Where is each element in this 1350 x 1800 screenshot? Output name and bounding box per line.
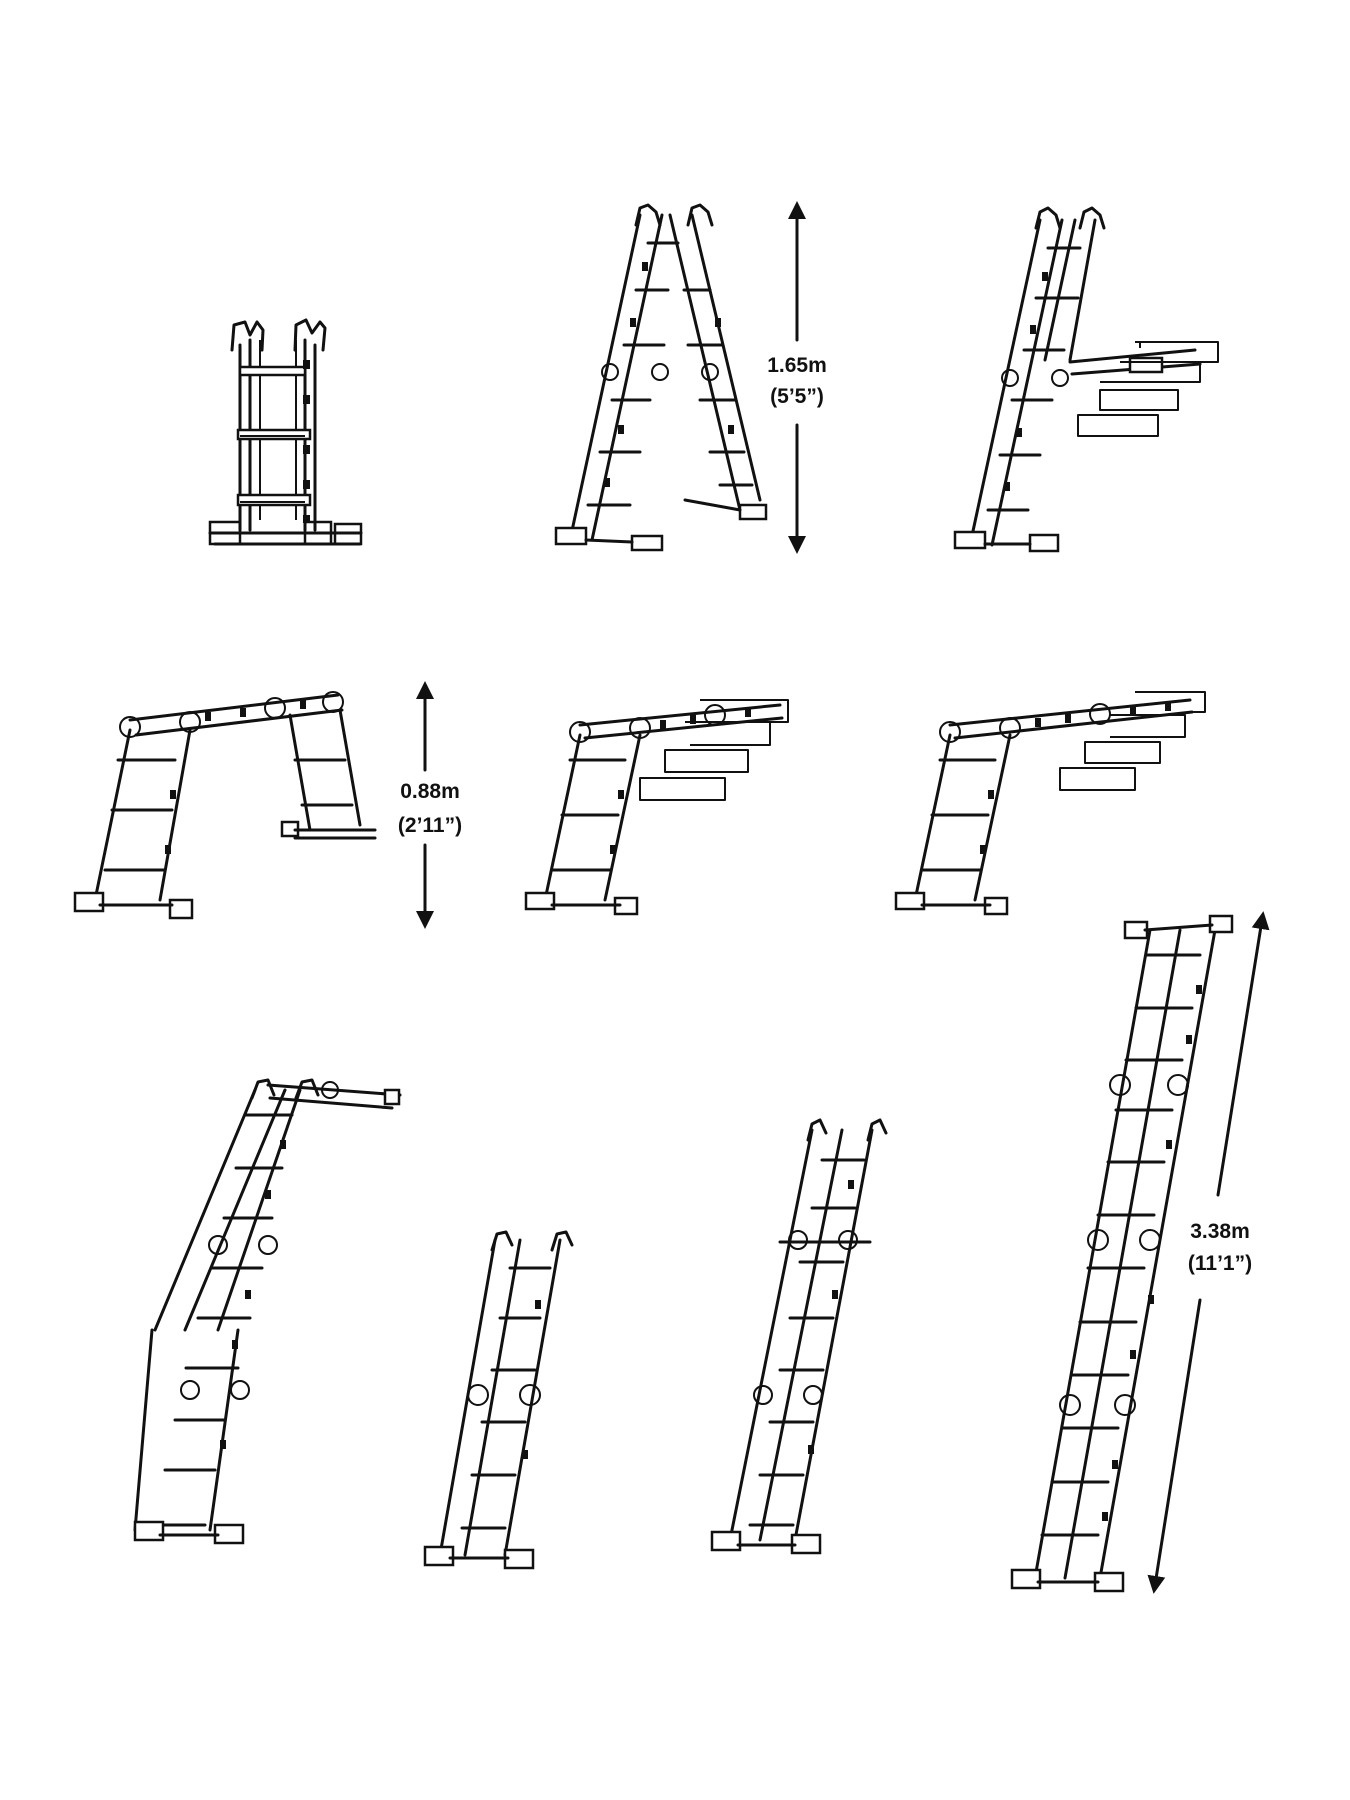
- extension-height-imperial: (11’1”): [1188, 1252, 1252, 1275]
- ladder-extension-folded: [710, 1118, 888, 1555]
- scaffold-height-imperial: (2’11”): [398, 814, 462, 837]
- a-frame-height-metric: 1.65m: [767, 354, 827, 377]
- dimension-scaffold-height: 0.88m (2’11”): [398, 681, 462, 929]
- a-frame-height-imperial: (5’5”): [770, 385, 824, 408]
- dimension-extension-height: 3.38m (11’1”): [1147, 911, 1270, 1594]
- ladder-short-straight: [423, 1230, 574, 1570]
- scaffold-height-metric: 0.88m: [400, 780, 460, 803]
- ladder-scaffold-platform: [73, 691, 377, 920]
- extension-height-metric: 3.38m: [1190, 1220, 1250, 1243]
- ladder-stair-platform-2: [894, 691, 1206, 916]
- ladder-a-frame-on-stairs: [953, 206, 1219, 553]
- ladder-wall-lean: [133, 1078, 402, 1545]
- dimension-a-frame-height: 1.65m (5’5”): [767, 201, 827, 554]
- ladder-a-frame: [554, 203, 768, 552]
- ladder-folded-storage: [208, 318, 363, 546]
- ladder-full-extension: [1010, 914, 1234, 1593]
- ladder-stair-platform-1: [524, 699, 789, 916]
